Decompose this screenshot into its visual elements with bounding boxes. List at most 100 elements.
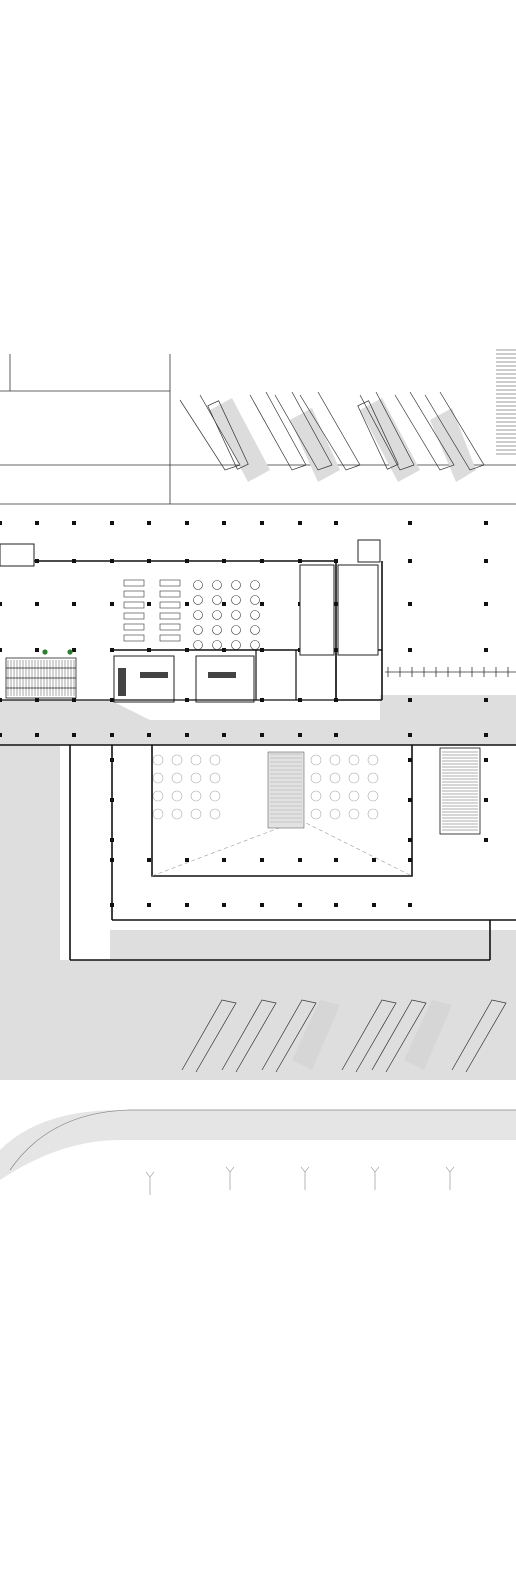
column [185,521,189,525]
atrium-table [367,772,379,784]
atrium-table [171,790,183,802]
column [334,521,338,525]
atrium-table [209,808,221,820]
atrium-table [171,754,183,766]
lower-parking-stalls [181,999,507,1073]
column [260,521,264,525]
column [222,648,226,652]
column [147,733,151,737]
round-table [212,580,222,590]
atrium-diagonals [151,819,413,877]
dining-tables [123,579,379,820]
atrium-table [329,808,341,820]
column [408,648,412,652]
rect-table [123,612,145,620]
column [298,903,302,907]
column [185,858,189,862]
column [110,602,114,606]
column [185,559,189,563]
rect-table [123,590,145,598]
column [408,559,412,563]
column [298,559,302,563]
column [110,521,114,525]
atrium-table [348,772,360,784]
column [222,559,226,563]
column [408,521,412,525]
round-table [250,595,260,605]
column [260,858,264,862]
column [35,521,39,525]
rect-table [123,623,145,631]
column [298,858,302,862]
column [334,903,338,907]
column [260,559,264,563]
round-table [231,580,241,590]
column [0,648,2,652]
atrium-table [190,808,202,820]
atrium-table [348,808,360,820]
column [0,602,2,606]
column [484,758,488,762]
rect-table [123,579,145,587]
column [147,903,151,907]
column [298,521,302,525]
round-table [231,625,241,635]
round-table [212,610,222,620]
column [408,838,412,842]
atrium-table [190,790,202,802]
curved-road [0,1109,516,1180]
round-table [212,640,222,650]
column [408,733,412,737]
column [298,733,302,737]
atrium-table [310,808,322,820]
column [408,602,412,606]
atrium-table [190,772,202,784]
column [484,698,488,702]
stairs-left-hatch [7,660,75,696]
rect-table [159,623,181,631]
round-table [212,595,222,605]
column [484,733,488,737]
atrium-table [329,772,341,784]
column [147,858,151,862]
atrium-table [310,772,322,784]
atrium-table [190,754,202,766]
atrium-table [209,754,221,766]
service-counters [118,668,236,696]
round-table [231,610,241,620]
rect-table [123,634,145,642]
round-table [250,625,260,635]
atrium-outline [0,744,516,961]
column [72,521,76,525]
rect-table [159,612,181,620]
column [147,521,151,525]
column [408,798,412,802]
column [110,733,114,737]
column [72,559,76,563]
rect-table [123,601,145,609]
atrium-table [152,754,164,766]
rect-table [159,634,181,642]
column [35,733,39,737]
column [185,733,189,737]
service-blocks [0,539,381,703]
atrium-table [152,772,164,784]
column [72,733,76,737]
column [260,903,264,907]
upper-parking-shadows [210,398,476,482]
column [110,559,114,563]
column [185,903,189,907]
column [484,602,488,606]
upper-parking-stalls [179,391,485,471]
column [408,858,412,862]
column [484,798,488,802]
atrium-table [367,808,379,820]
atrium-table [209,772,221,784]
rect-table [159,601,181,609]
atrium-table [310,754,322,766]
rect-table [159,590,181,598]
round-table [250,640,260,650]
round-table [250,610,260,620]
column [408,758,412,762]
